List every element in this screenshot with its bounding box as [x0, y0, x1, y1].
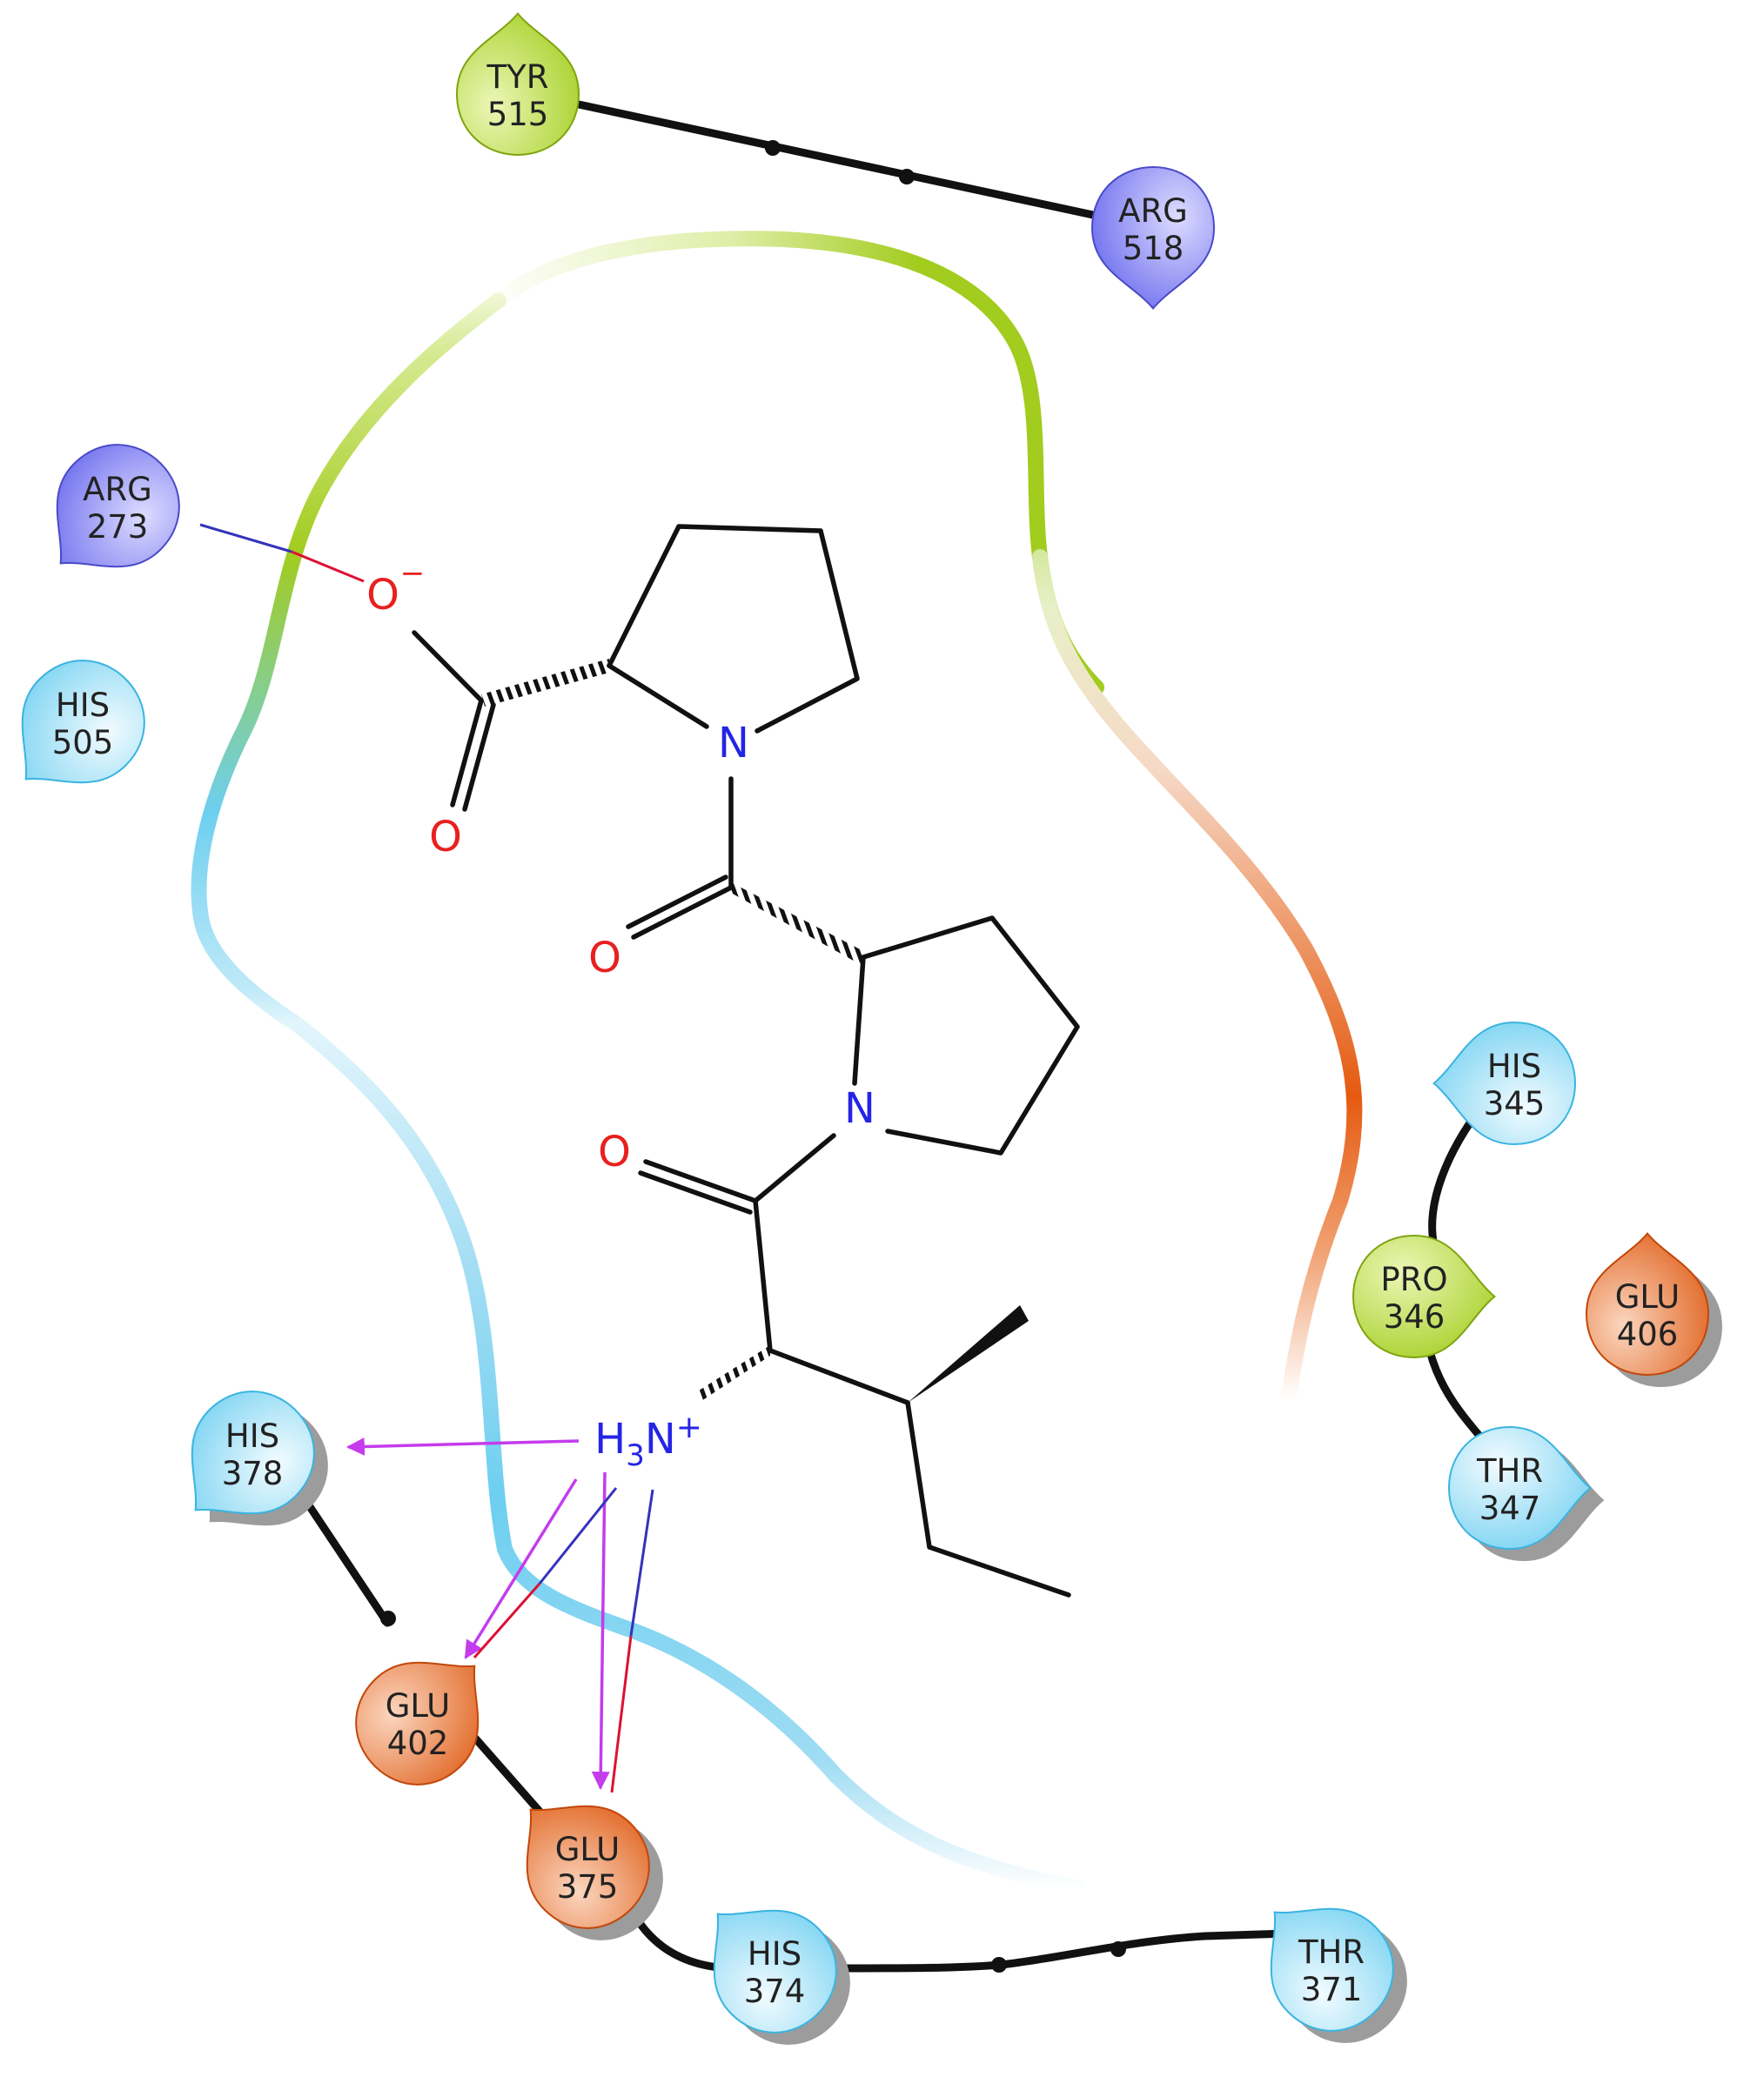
cyan-drop-icon — [1432, 1021, 1577, 1146]
orange-drop-icon — [526, 1805, 650, 1929]
salt-bridge-glu375-red — [610, 1635, 633, 1793]
residue-number: 378 — [222, 1455, 284, 1492]
oxygen-carboxylate: O — [366, 571, 399, 620]
residue-name: GLU — [555, 1831, 620, 1868]
salt-bridge-glu402 — [538, 1487, 618, 1585]
residue-number: 505 — [52, 724, 114, 761]
residue-number: 375 — [557, 1868, 619, 1906]
salt-bridge-arg273 — [199, 523, 292, 553]
nitrogen-ring-1: N — [718, 719, 749, 767]
residue-number: 406 — [1617, 1316, 1679, 1353]
residue-name: HIS — [56, 687, 110, 724]
residue-name: GLU — [386, 1687, 451, 1725]
hashed-wedge-1 — [481, 659, 609, 707]
hbond-his378 — [345, 1437, 580, 1456]
residue-name: GLU — [1615, 1278, 1680, 1316]
residue-name: HIS — [225, 1417, 279, 1455]
residue-name: HIS — [748, 1935, 802, 1973]
ammonium-h: H — [594, 1415, 626, 1464]
residue-number: 371 — [1301, 1971, 1363, 2008]
residue-name: HIS — [1487, 1048, 1541, 1085]
orange-drop-icon — [355, 1661, 480, 1786]
residue-name: TYR — [486, 58, 549, 96]
oxygen-charge-minus: − — [400, 556, 426, 591]
residue-number: 374 — [744, 1973, 806, 2010]
ammonium-group: H3N+ — [594, 1410, 702, 1473]
backbone-tyr515-arg518 — [574, 100, 1110, 222]
interaction-lines — [199, 523, 654, 1793]
blue-drop-icon — [56, 444, 180, 568]
oxygen-carbonyl-2: O — [588, 934, 621, 982]
oxygen-carbonyl-1: O — [429, 813, 462, 861]
nitrogen-ring-2: N — [844, 1084, 875, 1133]
cyan-drop-icon — [21, 660, 145, 784]
salt-bridge-arg273-red — [291, 550, 365, 583]
bold-wedge-methyl — [908, 1305, 1029, 1403]
ammonium-charge: + — [676, 1410, 702, 1445]
hashed-wedge-3 — [696, 1345, 770, 1401]
blue-drop-icon — [1090, 165, 1216, 310]
ammonium-n: N — [645, 1415, 676, 1464]
residue-name: ARG — [83, 471, 152, 508]
ammonium-subscript: 3 — [626, 1438, 645, 1473]
residue-name: ARG — [1118, 192, 1188, 230]
cyan-drop-icon — [1447, 1425, 1592, 1551]
residue-number: 345 — [1484, 1085, 1546, 1122]
cyan-drop-icon — [191, 1390, 315, 1515]
oxygen-carbonyl-3: O — [598, 1128, 631, 1176]
residue-number: 347 — [1479, 1490, 1541, 1527]
residue-name: THR — [1476, 1452, 1543, 1490]
green-drop-icon — [455, 12, 580, 157]
binding-pocket-outline — [191, 231, 1363, 1896]
orange-drop-icon — [1585, 1232, 1710, 1377]
hashed-wedge-2 — [731, 882, 865, 964]
residue-number: 402 — [387, 1725, 449, 1762]
residue-number: 346 — [1384, 1298, 1445, 1336]
green-drop-icon — [1352, 1234, 1496, 1359]
residue-number: 515 — [487, 96, 549, 133]
residue-name: PRO — [1380, 1261, 1447, 1298]
cyan-drop-icon — [1270, 1907, 1394, 2032]
hbond-glu375 — [591, 1471, 610, 1791]
ligand-structure — [412, 524, 1080, 1598]
residue-number: 518 — [1123, 230, 1184, 267]
salt-bridge-glu375 — [629, 1489, 654, 1637]
hbond-glu402 — [464, 1478, 578, 1659]
residue-name: THR — [1298, 1933, 1365, 1971]
residue-number: 273 — [87, 508, 149, 546]
residue-markers: TYR515ARG518ARG273HIS505HIS345PRO346GLU4… — [21, 12, 1722, 2045]
atom-labels: O − O N O N O H3N+ — [366, 556, 875, 1473]
cyan-drop-icon — [713, 1909, 837, 2034]
salt-bridge-glu402-red — [473, 1583, 541, 1658]
